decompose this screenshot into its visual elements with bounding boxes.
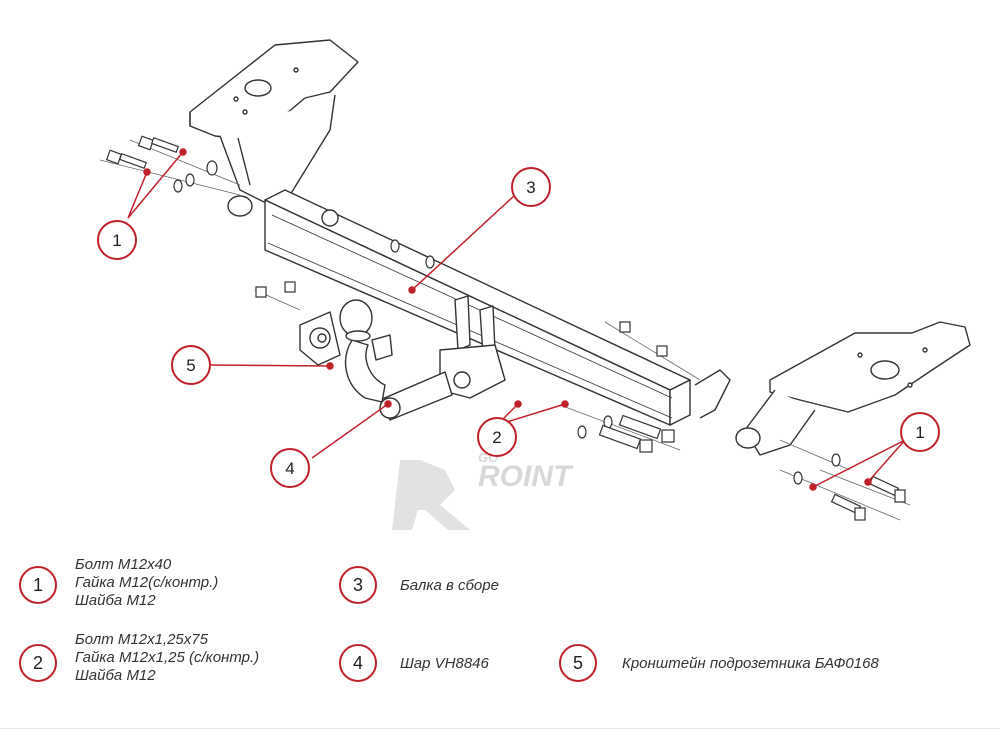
legend-num-5: 5: [559, 644, 597, 682]
legend-line: Болт М12х1,25х75: [75, 631, 208, 648]
callout-label: 4: [285, 459, 294, 478]
socket-bracket: [299, 311, 341, 366]
legend-text-4: Шар VH8846: [400, 655, 489, 673]
legend-num-3: 3: [339, 566, 377, 604]
callout-4: 4: [270, 448, 310, 488]
towbar-assembly-diagram: ROINT GO: [97, 39, 971, 530]
tow-ball: [339, 299, 393, 403]
callout-label: 2: [492, 428, 501, 447]
callout-1-left: 1: [97, 220, 137, 260]
callout-1-right: 1: [900, 412, 940, 452]
watermark-logo: ROINT GO: [392, 450, 574, 530]
legend-text-1: Болт М12х40 Гайка М12(с/контр.) Шайба М1…: [75, 556, 218, 610]
legend-text-2: Болт М12х1,25х75 Гайка М12х1,25 (с/контр…: [75, 631, 259, 685]
legend-line: Болт М12х40: [75, 556, 172, 573]
divider: [0, 728, 1000, 729]
leader-lines: [127, 148, 906, 491]
legend-line: Гайка М12х1,25 (с/контр.): [75, 649, 260, 666]
legend-num-2: 2: [19, 644, 57, 682]
legend-line: Кронштейн подрозетника БАФ0168: [622, 655, 879, 672]
parts-legend: 1 Болт М12х40 Гайка М12(с/контр.) Шайба …: [0, 545, 1000, 745]
legend-line: Гайка М12(с/контр.): [75, 574, 219, 591]
callout-label: 1: [915, 423, 924, 442]
legend-text-3: Балка в сборе: [400, 577, 499, 595]
left-mounting-bracket: [189, 39, 359, 217]
legend-line: Шайба М12: [75, 592, 156, 609]
legend-line: Балка в сборе: [400, 577, 499, 594]
right-mounting-bracket: [694, 321, 971, 456]
legend-line: Шар VH8846: [400, 655, 489, 672]
callout-5: 5: [171, 345, 211, 385]
callout-label: 3: [526, 178, 535, 197]
callout-3: 3: [511, 167, 551, 207]
legend-line: Шайба М12: [75, 667, 156, 684]
callout-2: 2: [477, 417, 517, 457]
callout-label: 1: [112, 231, 121, 250]
center-ball-bracket: [379, 295, 506, 421]
callout-label: 5: [186, 356, 195, 375]
legend-text-5: Кронштейн подрозетника БАФ0168: [622, 655, 879, 673]
legend-num-1: 1: [19, 566, 57, 604]
legend-num-4: 4: [339, 644, 377, 682]
hardware-fasteners: [105, 135, 906, 521]
watermark-text: ROINT: [478, 460, 574, 493]
